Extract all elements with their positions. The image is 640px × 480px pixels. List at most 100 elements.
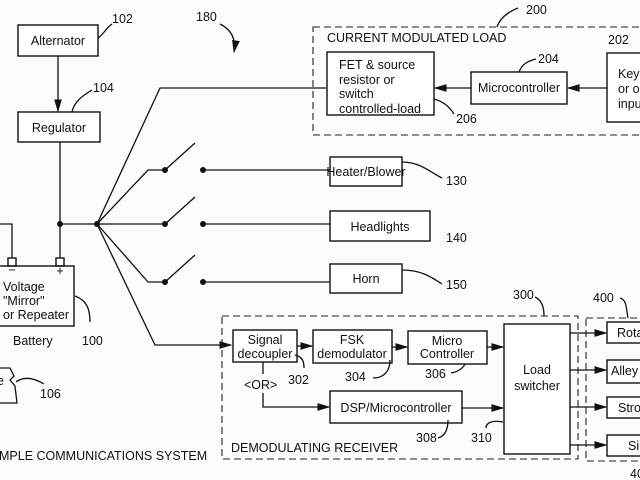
ref-302: 302 — [288, 373, 309, 387]
device-106-partial-label: e — [0, 374, 4, 388]
heater-blower-label: Heater/Blower — [326, 165, 405, 179]
leader-400 — [619, 297, 629, 319]
ref-40x-partial: 40 — [630, 467, 640, 480]
heater-blower-box — [329, 156, 403, 187]
output-group — [585, 317, 640, 462]
arrow-decoupler-to-dsp — [262, 393, 331, 411]
leader-304 — [372, 359, 391, 379]
leader-104 — [71, 89, 93, 113]
fet-box — [326, 51, 435, 116]
device-106-outline — [0, 367, 18, 404]
switch-headlights — [162, 196, 330, 227]
output-label-3: Stro — [618, 401, 640, 415]
headlights-label: Headlights — [350, 220, 409, 234]
ref-200: 200 — [526, 3, 547, 17]
battery-line-2: "Mirror" — [3, 294, 45, 308]
ref-400: 400 — [593, 291, 614, 305]
dsp-microcontroller-box — [329, 390, 463, 424]
battery-line-3: or Repeater — [3, 308, 69, 322]
ref-202: 202 — [608, 33, 629, 47]
leader-310 — [485, 420, 504, 429]
ref-180: 180 — [196, 10, 217, 24]
leader-130 — [401, 161, 443, 179]
horn-label: Horn — [352, 272, 379, 286]
fsk-demodulator-box — [312, 329, 393, 364]
output-box-1 — [606, 321, 640, 344]
regulator-box — [17, 111, 101, 143]
ref-150: 150 — [446, 278, 467, 292]
fet-line-4: controlled-load — [339, 102, 421, 116]
ref-104: 104 — [93, 81, 114, 95]
horn-box — [329, 263, 403, 294]
wire-to-fet — [96, 87, 326, 225]
wire-to-switch-3 — [96, 223, 165, 283]
ref-304: 304 — [345, 370, 366, 384]
leader-150 — [401, 269, 443, 285]
battery-caption: Battery — [13, 334, 53, 348]
fet-line-2: resistor or — [339, 73, 395, 87]
signal-decoupler-line-2: decoupler — [238, 347, 293, 361]
leader-206 — [433, 98, 455, 115]
output-box-4 — [606, 434, 640, 457]
ref-300: 300 — [513, 288, 534, 302]
alternator-label: Alternator — [31, 34, 85, 48]
alternator-box — [17, 24, 99, 57]
regulator-label: Regulator — [32, 121, 86, 135]
current-modulated-load-group — [312, 26, 640, 136]
fsk-line-1: FSK — [340, 333, 365, 347]
output-box-2 — [606, 359, 640, 384]
switch-heater — [162, 142, 330, 173]
ref-106: 106 — [40, 387, 61, 401]
fet-line-3: switch — [339, 87, 374, 101]
leader-102 — [97, 23, 113, 39]
ref-206: 206 — [456, 112, 477, 126]
leader-200 — [496, 7, 519, 28]
battery-line-1: Voltage — [3, 280, 45, 294]
switch-horn — [162, 254, 330, 285]
fsk-line-2: demodulator — [317, 347, 387, 361]
ref-204: 204 — [538, 52, 559, 66]
leader-100 — [74, 295, 91, 323]
leader-306 — [450, 363, 466, 374]
leader-300 — [534, 296, 545, 317]
ref-102: 102 — [112, 12, 133, 26]
ref-130: 130 — [446, 174, 467, 188]
junction-dot — [57, 221, 63, 227]
wire-to-decoupler — [96, 223, 233, 349]
load-switcher-line-2: switcher — [514, 379, 560, 393]
micro-controller-line-1: Micro — [432, 334, 463, 348]
ref-310: 310 — [471, 431, 492, 445]
demodulating-receiver-group — [221, 315, 579, 460]
negative-sign: − — [8, 263, 15, 277]
headlights-box — [329, 210, 431, 242]
leader-204 — [518, 58, 537, 73]
pointer-180 — [219, 23, 240, 54]
cml-microcontroller-box — [470, 71, 568, 105]
ref-306: 306 — [425, 367, 446, 381]
micro-controller-line-2: Controller — [420, 347, 474, 361]
output-label-1: Rota — [617, 326, 640, 340]
input-line-3: inpu — [618, 97, 640, 111]
figure-caption: MPLE COMMUNICATIONS SYSTEM — [0, 449, 207, 463]
leader-302 — [294, 354, 305, 369]
dsp-label: DSP/Microcontroller — [340, 401, 451, 415]
ref-308: 308 — [416, 431, 437, 445]
input-line-2: or o — [618, 82, 640, 96]
cml-microcontroller-label: Microcontroller — [478, 81, 560, 95]
negative-wire — [0, 223, 13, 258]
ref-140: 140 — [446, 231, 467, 245]
output-label-4: Si — [628, 439, 639, 453]
load-switcher-line-1: Load — [523, 363, 551, 377]
battery-box — [0, 265, 75, 327]
cml-title: CURRENT MODULATED LOAD — [327, 31, 506, 45]
ref-100: 100 — [82, 334, 103, 348]
dr-title: DEMODULATING RECEIVER — [231, 441, 398, 455]
input-line-1: Key — [618, 67, 640, 81]
leader-106 — [15, 377, 45, 385]
wire-to-switch-1 — [96, 169, 165, 225]
load-switcher-box — [503, 323, 571, 455]
positive-sign: + — [56, 264, 63, 278]
leader-308 — [437, 419, 449, 439]
